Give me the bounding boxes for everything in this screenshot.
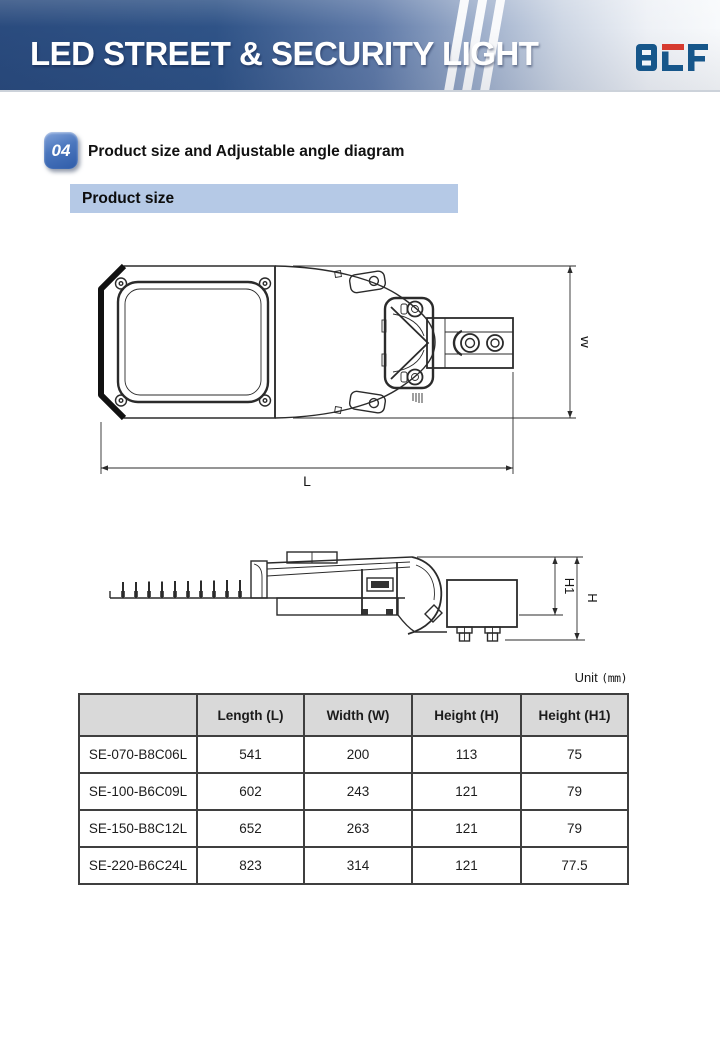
- value-cell: 79: [520, 809, 629, 848]
- page-title: LED STREET & SECURITY LIGHT: [30, 35, 539, 72]
- logo-letter-f: [688, 44, 708, 71]
- model-cell: SE-070-B8C06L: [78, 735, 198, 774]
- value-cell: 263: [303, 809, 413, 848]
- unit-prefix: Unit: [574, 670, 602, 685]
- height1-dim-label: H1: [562, 578, 577, 595]
- lamp-head: [98, 263, 276, 421]
- header-cell-height: Height (H): [411, 693, 522, 737]
- value-cell: 541: [196, 735, 305, 774]
- value-cell: 75: [520, 735, 629, 774]
- header-cell-length: Length (L): [196, 693, 305, 737]
- height-dimensions: H1 H: [417, 556, 600, 641]
- mounting-arm: [426, 317, 514, 369]
- value-cell: 652: [196, 809, 305, 848]
- value-cell: 602: [196, 772, 305, 811]
- length-dim-label: L: [303, 473, 311, 489]
- width-dimension: W: [293, 265, 588, 419]
- table-row: SE-070-B8C06L 541 200 113 75: [78, 735, 629, 774]
- value-cell: 79: [520, 772, 629, 811]
- value-cell: 121: [411, 809, 522, 848]
- header-banner: LED STREET & SECURITY LIGHT BCF: [0, 0, 720, 92]
- value-cell: 243: [303, 772, 413, 811]
- lamp-body: [274, 265, 436, 419]
- unit-suffix: (mm): [601, 671, 627, 685]
- unit-label: Unit (mm): [78, 670, 628, 685]
- value-cell: 121: [411, 846, 522, 885]
- logo-letter-b: [636, 44, 657, 71]
- arm-bolt-icon: [456, 626, 473, 642]
- model-cell: SE-220-B6C24L: [78, 846, 198, 885]
- subsection-header: Product size: [70, 184, 458, 213]
- bcf-logo: BCF: [636, 44, 708, 71]
- arm-bolt-icon: [484, 626, 501, 642]
- section-number-badge: 04: [44, 132, 78, 169]
- height-dim-label: H: [585, 593, 600, 602]
- value-cell: 823: [196, 846, 305, 885]
- table-row: SE-100-B6C09L 602 243 121 79: [78, 772, 629, 811]
- width-dim-label: W: [578, 335, 588, 349]
- table-header-row: Length (L) Width (W) Height (H) Height (…: [78, 693, 629, 737]
- table-row: SE-150-B8C12L 652 263 121 79: [78, 809, 629, 848]
- mounting-bracket: [381, 296, 435, 403]
- side-view-diagram: H1 H: [109, 551, 600, 642]
- header-cell-width: Width (W): [303, 693, 413, 737]
- logo-letter-c: [662, 44, 684, 71]
- corner-screw-icon: [114, 277, 272, 407]
- model-cell: SE-100-B6C09L: [78, 772, 198, 811]
- section-title: Product size and Adjustable angle diagra…: [88, 143, 405, 160]
- header-cell-model: [78, 693, 198, 737]
- table-row: SE-220-B6C24L 823 314 121 77.5: [78, 846, 629, 885]
- value-cell: 77.5: [520, 846, 629, 885]
- heat-sink-fins: [109, 580, 405, 599]
- value-cell: 121: [411, 772, 522, 811]
- size-table: Length (L) Width (W) Height (H) Height (…: [78, 693, 629, 885]
- value-cell: 200: [303, 735, 413, 774]
- value-cell: 113: [411, 735, 522, 774]
- top-view-diagram: W L: [98, 263, 588, 489]
- lens-window: [116, 280, 270, 404]
- model-cell: SE-150-B8C12L: [78, 809, 198, 848]
- lamp-body-profile: [250, 551, 413, 616]
- pivot-and-arm: [397, 556, 518, 642]
- value-cell: 314: [303, 846, 413, 885]
- length-dimension: L: [100, 372, 514, 489]
- header-cell-height1: Height (H1): [520, 693, 629, 737]
